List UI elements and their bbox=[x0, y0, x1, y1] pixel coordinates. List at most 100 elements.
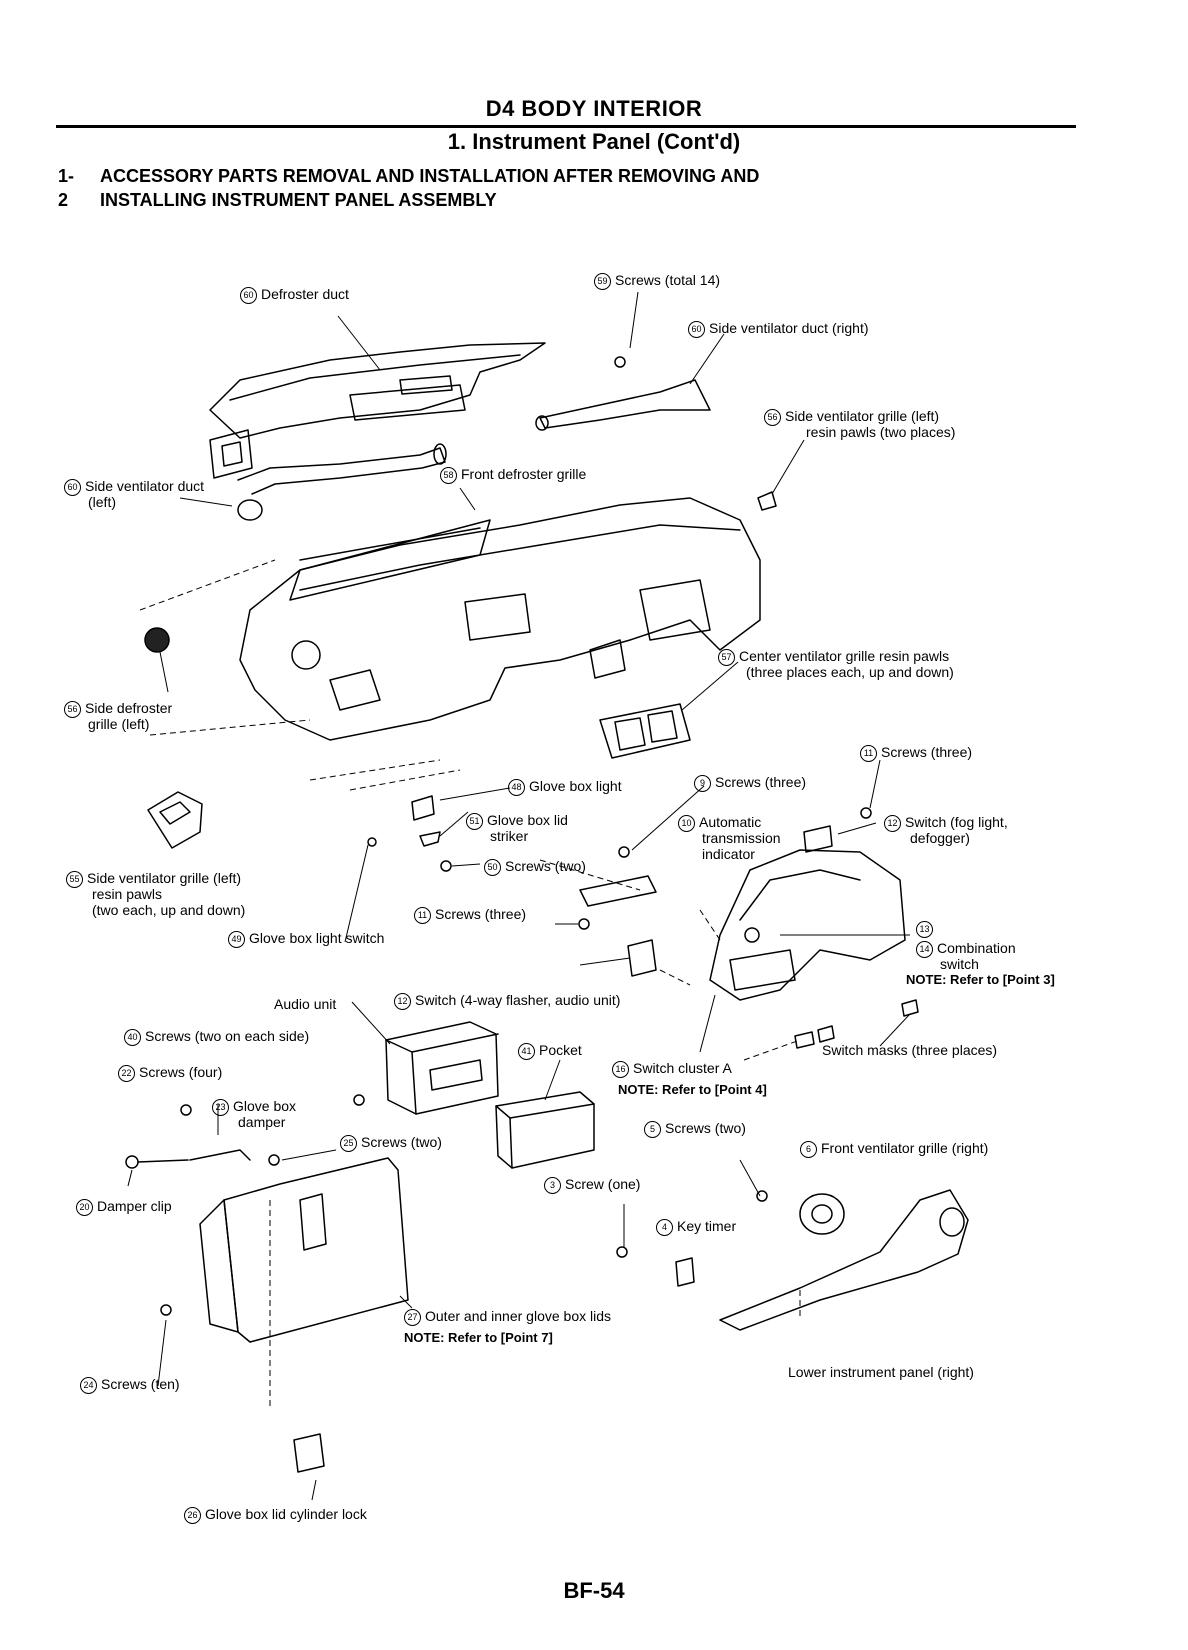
callout-number: 6 bbox=[800, 1141, 817, 1158]
label-text: resin pawls (two places) bbox=[806, 424, 956, 440]
label-text: Damper clip bbox=[97, 1198, 172, 1214]
instrument-panel-drawing bbox=[239, 497, 761, 741]
callout-number: 56 bbox=[764, 409, 781, 426]
callout-number: 14 bbox=[916, 941, 933, 958]
side-defroster-grille-drawing bbox=[144, 627, 170, 653]
callout-number: 5 bbox=[644, 1121, 661, 1138]
pocket-drawing bbox=[495, 1091, 595, 1169]
label-text: defogger) bbox=[910, 830, 970, 846]
label-switch-masks: Switch masks (three places) bbox=[822, 1042, 997, 1058]
label-text: Side ventilator duct bbox=[85, 478, 205, 494]
callout-number: 24 bbox=[80, 1377, 97, 1394]
callout-number: 10 bbox=[678, 815, 695, 832]
label-text: damper bbox=[238, 1114, 286, 1130]
label-text: Key timer bbox=[677, 1218, 737, 1234]
label-text: Switch (4-way flasher, audio unit) bbox=[415, 992, 621, 1008]
callout-number: 58 bbox=[440, 467, 457, 484]
callout-number: 60 bbox=[688, 321, 705, 338]
at-indicator-drawing bbox=[579, 875, 657, 907]
label-audio-unit: Audio unit bbox=[274, 996, 336, 1012]
label-text: Screws (three) bbox=[435, 906, 527, 922]
label-text: Combination bbox=[937, 940, 1016, 956]
page-header-subtitle: 1. Instrument Panel (Cont'd) bbox=[447, 129, 741, 154]
glove-box-lid-drawing bbox=[223, 1157, 409, 1343]
page-header-title: D4 BODY INTERIOR bbox=[485, 96, 703, 121]
callout-number: 27 bbox=[404, 1309, 421, 1326]
callout-number: 40 bbox=[124, 1029, 141, 1046]
front-vent-grille-right-drawing bbox=[799, 1193, 845, 1235]
label-text: Automatic bbox=[699, 814, 762, 830]
section-title-line2: INSTALLING INSTRUMENT PANEL ASSEMBLY bbox=[100, 190, 497, 210]
callout-number: 48 bbox=[508, 779, 525, 796]
section-title-line1: ACCESSORY PARTS REMOVAL AND INSTALLATION… bbox=[100, 166, 760, 186]
label-combination-switch-2: switch bbox=[940, 956, 979, 972]
cylinder-lock-drawing bbox=[293, 1433, 325, 1473]
callout-number: 56 bbox=[64, 701, 81, 718]
callout-number: 57 bbox=[718, 649, 735, 666]
defroster-duct-drawing bbox=[209, 342, 546, 439]
label-text: Switch (fog light, bbox=[905, 814, 1008, 830]
side-vent-grille-left-drawing bbox=[147, 791, 203, 849]
label-text: Screws (two) bbox=[361, 1134, 442, 1150]
label-text: Pocket bbox=[539, 1042, 582, 1058]
audio-unit-drawing bbox=[385, 1021, 499, 1115]
label-auto-trans-indicator-2: transmission bbox=[702, 830, 781, 846]
callout-number: 25 bbox=[340, 1135, 357, 1152]
callout-number: 23 bbox=[212, 1099, 229, 1116]
label-text: Screw (one) bbox=[565, 1176, 641, 1192]
label-13: 13 bbox=[916, 920, 937, 938]
label-text: Glove box bbox=[233, 1098, 297, 1114]
callout-number: 60 bbox=[240, 287, 257, 304]
label-text: Screws (ten) bbox=[101, 1376, 180, 1392]
label-text: Glove box lid cylinder lock bbox=[205, 1506, 367, 1522]
label-glove-box-lid-striker-2: striker bbox=[490, 828, 528, 844]
switch-cluster-drawing bbox=[709, 849, 906, 1001]
header-rule bbox=[56, 125, 1076, 128]
label-switch-fog-2: defogger) bbox=[910, 830, 970, 846]
label-text: transmission bbox=[702, 830, 781, 846]
callout-number: 26 bbox=[184, 1507, 201, 1524]
label-side-vent-grille-left-2: resin pawls bbox=[92, 886, 162, 902]
callout-number: 55 bbox=[66, 871, 83, 888]
label-text: Front ventilator grille (right) bbox=[821, 1140, 989, 1156]
label-text: Screws (two) bbox=[665, 1120, 746, 1136]
callout-number: 3 bbox=[544, 1177, 561, 1194]
label-text: Audio unit bbox=[274, 996, 337, 1012]
label-text: Screws (two on each side) bbox=[145, 1028, 310, 1044]
callout-number: 9 bbox=[694, 775, 711, 792]
label-text: grille (left) bbox=[88, 716, 150, 732]
label-text: Outer and inner glove box lids bbox=[425, 1308, 611, 1324]
label-text: Glove box light switch bbox=[249, 930, 385, 946]
callout-number: 4 bbox=[656, 1219, 673, 1236]
label-text: resin pawls bbox=[92, 886, 163, 902]
label-side-vent-grille-left-pawls-2: resin pawls (two places) bbox=[806, 424, 955, 440]
label-text: Lower instrument panel (right) bbox=[788, 1364, 974, 1380]
label-text: Side ventilator grille (left) bbox=[785, 408, 940, 424]
note-point-7: NOTE: Refer to [Point 7] bbox=[404, 1330, 553, 1345]
section-number: 1-2 bbox=[58, 166, 75, 210]
callout-number: 20 bbox=[76, 1199, 93, 1216]
label-text: Glove box lid bbox=[487, 812, 568, 828]
key-timer-drawing bbox=[675, 1257, 695, 1287]
callout-number: 16 bbox=[612, 1061, 629, 1078]
